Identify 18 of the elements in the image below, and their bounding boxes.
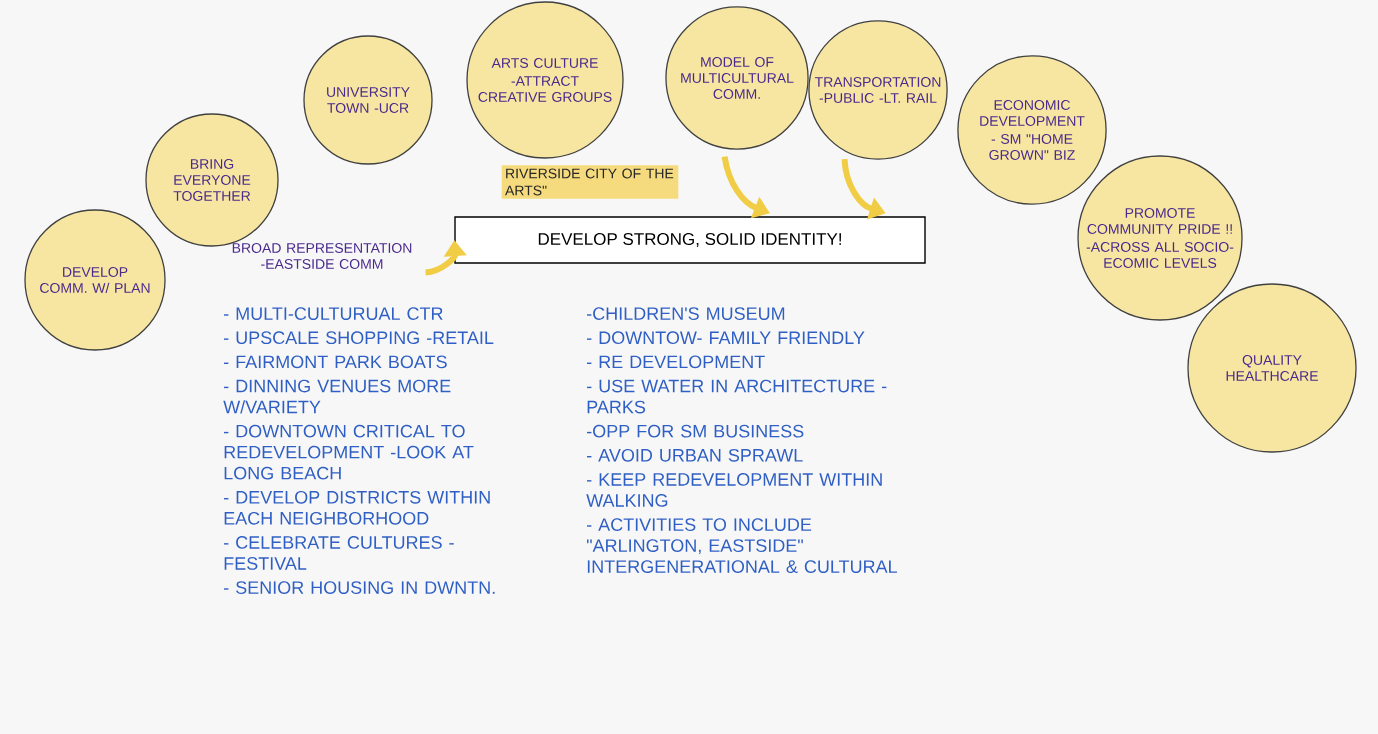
list-item: - DINNING VENUES MORE W/VARIETY [223,379,451,414]
list-item: - DOWNTOWN CRITICAL TO REDEVELOPMENT -LOOK AT LONG BEACH [224,424,474,480]
list-item: - FAIRMONT PARK BOATS [224,355,447,369]
list-item: - CELEBRATE CULTURES - FESTIVAL [224,536,454,570]
list-item: - SENIOR HOUSING IN DWNTN. [224,581,495,594]
list-item: - UPSCALE SHOPPING -RETAIL [224,331,494,345]
list-item: - DOWNTOW- FAMILY FRIENDLY [587,331,865,345]
list-item: - KEEP REDEVELOPMENT WITHIN WALKING [586,473,882,507]
list-item: -OPP FOR SM BUSINESS [587,424,804,438]
list-item: -CHILDREN'S MUSEUM [587,307,785,320]
highlighted-note: RIVERSIDE CITY OF THE ARTS" [501,165,679,199]
list-item: - MULTI-CULTURUAL CTR [224,307,443,320]
list-item: - AVOID URBAN SPRAWL [587,448,803,462]
goal-box: DEVELOP STRONG, SOLID IDENTITY! [454,216,926,264]
list-item: - USE WATER IN ARCHITECTURE -PARKS [587,379,887,414]
list-item: - ACTIVITIES TO INCLUDE "ARLINGTON, EASTSIDE" INTERGENERATIONAL & CULTURAL [587,518,897,573]
list-item: - RE DEVELOPMENT [587,355,765,369]
list-item: - DEVELOP DISTRICTS WITHIN EACH NEIGHBORHOOD [224,490,490,525]
